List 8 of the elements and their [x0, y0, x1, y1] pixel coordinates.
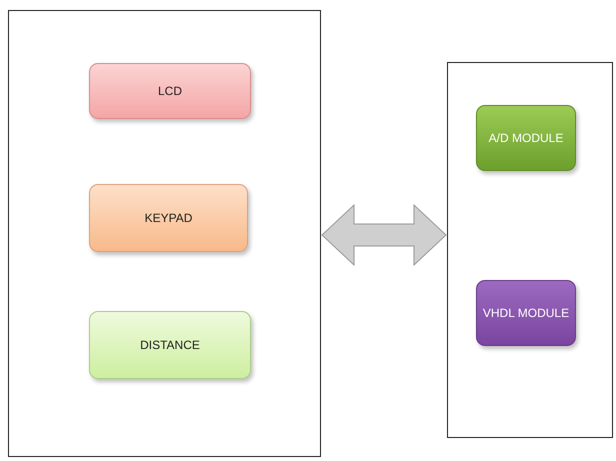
- container-box: [8, 10, 321, 457]
- double-arrow: [321, 204, 447, 266]
- module-box: KEYPAD: [89, 184, 248, 252]
- module-box: DISTANCE: [89, 311, 251, 379]
- module-box: LCD: [89, 63, 251, 119]
- module-box: A/D MODULE: [476, 105, 576, 171]
- module-box: VHDL MODULE: [476, 280, 576, 346]
- container-box: [447, 62, 613, 438]
